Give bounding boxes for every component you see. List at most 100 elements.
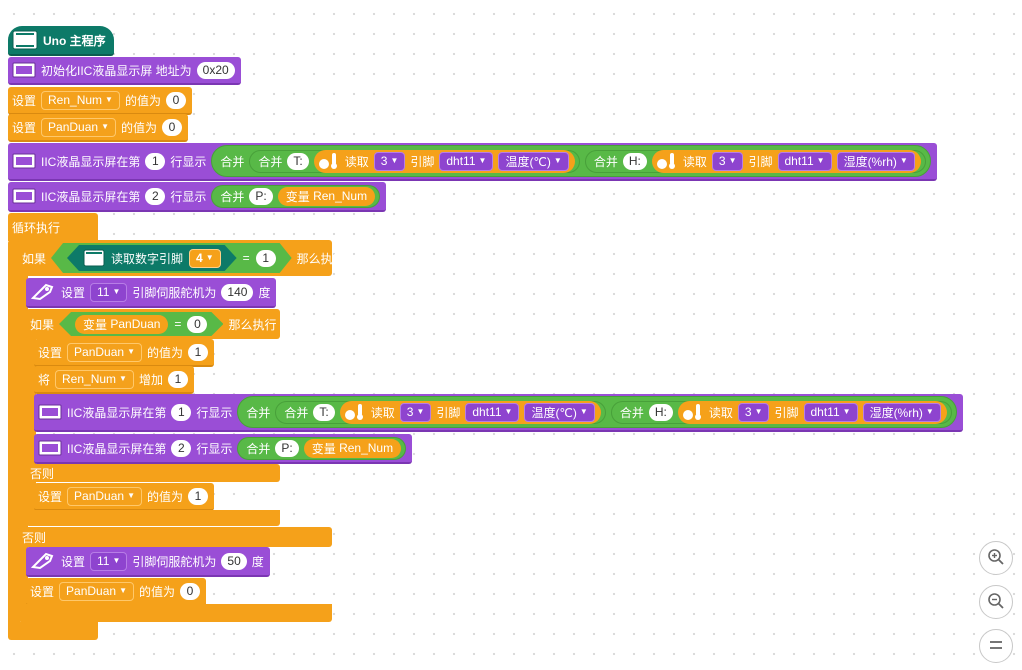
value-input[interactable]: 0 [180, 582, 200, 600]
join-block[interactable]: 合并 合并 T: 读取 3▼ 引脚 dht11▼ 温度(℃)▼ 合并 H: 读取… [237, 396, 957, 428]
row-input[interactable]: 1 [171, 403, 192, 421]
lcd-icon [12, 188, 36, 204]
set-suffix: 的值为 [124, 93, 161, 108]
angle-input[interactable]: 50 [221, 552, 247, 570]
variable-reporter[interactable]: 变量 Ren_Num [277, 186, 376, 206]
measure-dropdown[interactable]: 温度(℃)▼ [524, 402, 595, 422]
pin-dropdown[interactable]: 11▼ [90, 282, 128, 302]
measure-dropdown[interactable]: 温度(℃)▼ [498, 151, 569, 171]
init-lcd-label: 初始化IIC液晶显示屏 地址为 [41, 63, 192, 78]
forever-loop-block[interactable]: 循环执行 [8, 213, 98, 241]
text-input[interactable]: H: [622, 152, 647, 170]
set-prefix: 设置 [12, 120, 37, 135]
variable-dropdown[interactable]: PanDuan▼ [67, 486, 142, 506]
lcd-icon [38, 440, 62, 456]
lcd-print-row1-block[interactable]: IIC液晶显示屏在第 1 行显示 合并 合并 T: 读取 3▼ 引脚 dht11… [8, 143, 937, 181]
join-temp-block[interactable]: 合并 T: 读取 3▼ 引脚 dht11▼ 温度(℃)▼ [249, 149, 580, 173]
sensor-dropdown[interactable]: dht11▼ [777, 151, 832, 171]
servo-block[interactable]: 设置 11▼ 引脚伺服舵机为 140 度 [26, 278, 277, 308]
equals-condition[interactable]: 读取数字引脚 4▼ = 1 [51, 243, 292, 273]
lcd-icon [12, 62, 36, 78]
text-input[interactable]: P: [275, 439, 299, 457]
text-input[interactable]: P: [249, 187, 273, 205]
thermometer-icon [656, 152, 678, 170]
thermometer-icon [344, 403, 366, 421]
digital-read-reporter[interactable]: 读取数字引脚 4▼ [67, 245, 237, 271]
value-input[interactable]: 0 [162, 118, 182, 136]
zoom-out-button[interactable] [979, 585, 1013, 619]
lcd-print-row1-block[interactable]: IIC液晶显示屏在第 1 行显示 合并 合并 T: 读取 3▼ 引脚 dht11… [34, 394, 963, 432]
servo-block[interactable]: 设置 11▼ 引脚伺服舵机为 50 度 [26, 547, 270, 577]
lcd-address-input[interactable]: 0x20 [196, 61, 235, 79]
pin-dropdown[interactable]: 3▼ [399, 402, 432, 422]
measure-dropdown[interactable]: 湿度(%rh)▼ [862, 402, 941, 422]
text-input[interactable]: T: [287, 152, 309, 170]
variable-dropdown[interactable]: PanDuan▼ [59, 581, 134, 601]
if2-arm [26, 336, 36, 524]
set-panduan-block[interactable]: 设置 PanDuan▼ 的值为 1 [34, 483, 214, 511]
set-panduan-block[interactable]: 设置 PanDuan▼ 的值为 1 [34, 339, 214, 367]
if2-bottom [26, 510, 280, 526]
hat-label: Uno 主程序 [43, 33, 106, 48]
set-panduan-block[interactable]: 设置 PanDuan▼ 的值为 0 [26, 578, 206, 606]
lcd-print-row2-block[interactable]: IIC液晶显示屏在第 2 行显示 合并 P: 变量 Ren_Num [34, 434, 413, 464]
increment-input[interactable]: 1 [167, 370, 188, 388]
lcd-print-row2-block[interactable]: IIC液晶显示屏在第 2 行显示 合并 P: 变量 Ren_Num [8, 182, 387, 212]
row-input[interactable]: 1 [145, 152, 166, 170]
main-program-hat-block[interactable]: Uno 主程序 [8, 26, 114, 56]
thermometer-icon [682, 403, 704, 421]
join-block[interactable]: 合并 合并 T: 读取 3▼ 引脚 dht11▼ 温度(℃)▼ 合并 H: 读取… [211, 145, 931, 177]
pin-dropdown[interactable]: 3▼ [373, 151, 406, 171]
join-block[interactable]: 合并 P: 变量 Ren_Num [211, 184, 381, 208]
change-ren-num-block[interactable]: 将 Ren_Num▼ 增加 1 [34, 366, 194, 394]
variable-reporter[interactable]: 变量 Ren_Num [303, 438, 402, 458]
measure-dropdown[interactable]: 湿度(%rh)▼ [836, 151, 915, 171]
dht-temp-reporter[interactable]: 读取 3▼ 引脚 dht11▼ 温度(℃)▼ [339, 400, 601, 424]
angle-input[interactable]: 140 [221, 283, 254, 301]
pin-dropdown[interactable]: 3▼ [711, 151, 744, 171]
if-digital-read-block[interactable]: 如果 读取数字引脚 4▼ = 1 那么执行 [18, 240, 345, 276]
variable-reporter[interactable]: 变量 PanDuan [75, 315, 168, 334]
pin-dropdown[interactable]: 3▼ [737, 402, 770, 422]
set-suffix: 的值为 [120, 120, 157, 135]
equals-condition[interactable]: 变量 PanDuan = 0 [59, 312, 223, 336]
variable-dropdown[interactable]: Ren_Num▼ [41, 90, 120, 110]
loop-arm [8, 240, 20, 625]
dht-temp-reporter[interactable]: 读取 3▼ 引脚 dht11▼ 温度(℃)▼ [313, 149, 575, 173]
sensor-dropdown[interactable]: dht11▼ [439, 151, 494, 171]
sensor-dropdown[interactable]: dht11▼ [465, 402, 520, 422]
set-ren-num-block[interactable]: 设置 Ren_Num▼ 的值为 0 [8, 87, 192, 115]
zoom-in-button[interactable] [979, 541, 1013, 575]
sensor-dropdown[interactable]: dht11▼ [803, 402, 858, 422]
reset-zoom-button[interactable] [979, 629, 1013, 663]
value-input[interactable]: 1 [188, 487, 208, 505]
if1-arm [18, 270, 28, 610]
value-input[interactable]: 1 [188, 343, 208, 361]
zoom-in-icon [987, 548, 1005, 569]
variable-dropdown[interactable]: PanDuan▼ [67, 342, 142, 362]
loop-bottom [8, 622, 98, 640]
row-input[interactable]: 2 [145, 187, 166, 205]
join-block[interactable]: 合并 P: 变量 Ren_Num [237, 436, 407, 460]
variable-dropdown[interactable]: PanDuan▼ [41, 117, 116, 137]
init-lcd-block[interactable]: 初始化IIC液晶显示屏 地址为 0x20 [8, 57, 241, 85]
text-input[interactable]: H: [648, 403, 673, 421]
join-humid-block[interactable]: 合并 H: 读取 3▼ 引脚 dht11▼ 湿度(%rh)▼ [610, 400, 952, 424]
dht-humid-reporter[interactable]: 读取 3▼ 引脚 dht11▼ 湿度(%rh)▼ [677, 400, 947, 424]
if1-bottom [18, 604, 332, 622]
compare-value-input[interactable]: 1 [256, 250, 276, 267]
lcd-icon [38, 404, 62, 420]
value-input[interactable]: 0 [165, 91, 186, 109]
pin-dropdown[interactable]: 11▼ [90, 551, 128, 571]
text-input[interactable]: T: [313, 403, 335, 421]
row-input[interactable]: 2 [171, 439, 192, 457]
pin-dropdown[interactable]: 4▼ [189, 249, 221, 268]
if-variable-block[interactable]: 如果 变量 PanDuan = 0 那么执行 [26, 309, 280, 339]
join-humid-block[interactable]: 合并 H: 读取 3▼ 引脚 dht11▼ 湿度(%rh)▼ [584, 149, 926, 173]
compare-value-input[interactable]: 0 [187, 316, 207, 333]
join-temp-block[interactable]: 合并 T: 读取 3▼ 引脚 dht11▼ 温度(℃)▼ [275, 400, 606, 424]
set-panduan-block[interactable]: 设置 PanDuan▼ 的值为 0 [8, 114, 188, 142]
variable-dropdown[interactable]: Ren_Num▼ [55, 369, 134, 389]
dht-humid-reporter[interactable]: 读取 3▼ 引脚 dht11▼ 湿度(%rh)▼ [651, 149, 921, 173]
reset-zoom-icon [988, 638, 1004, 655]
